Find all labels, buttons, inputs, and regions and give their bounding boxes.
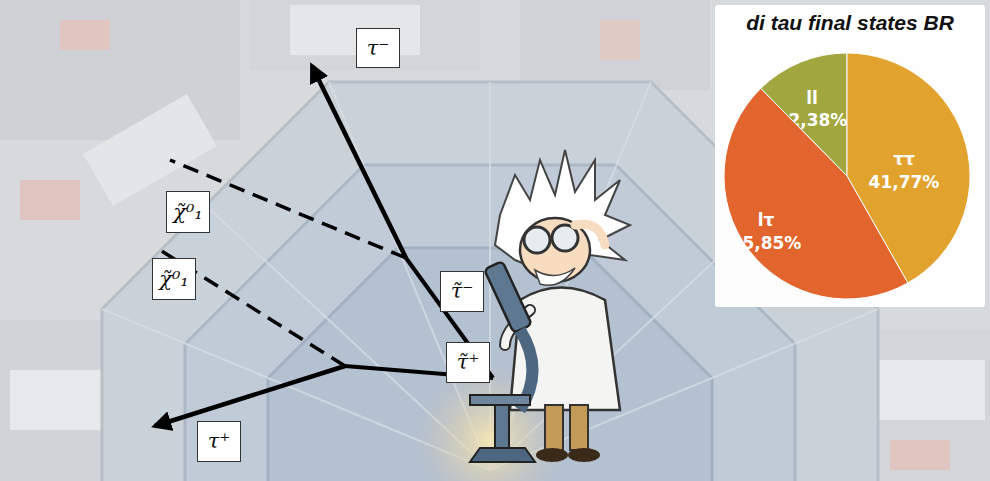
pie-slice: lτ 45,85%: [724, 53, 970, 299]
chart-panel: di tau final states BRll12,38%ττ41,77%lτ…: [715, 5, 985, 307]
slice-shape: [724, 53, 970, 299]
particle-name: τ̃⁻: [451, 281, 474, 302]
tau-minus-arrow: [312, 66, 406, 258]
particle-label: τ̃⁻: [440, 271, 484, 312]
arm: [575, 224, 605, 245]
particle-name: τ⁻: [367, 38, 390, 59]
microscope-base: [470, 448, 535, 462]
particle-name: τ⁺: [208, 431, 231, 452]
particle-label: χ̃⁰₁: [152, 258, 196, 300]
tau-plus-arrow: [155, 366, 345, 426]
particle-name: τ̃⁺: [457, 352, 480, 373]
shoe: [536, 448, 568, 462]
particle-name: χ̃⁰₁: [159, 269, 189, 290]
particle-label: χ̃⁰₁: [166, 191, 210, 233]
slice-value: 45,85%: [731, 233, 802, 253]
chart-title: di tau final states BR: [715, 11, 985, 35]
shoe: [568, 448, 600, 462]
goggle: [524, 227, 550, 253]
particle-label: τ⁻: [356, 28, 400, 68]
slice-label: lτ: [758, 210, 775, 230]
particle-label: τ⁺: [197, 421, 241, 462]
leg: [545, 405, 563, 450]
leg: [570, 405, 588, 450]
slice-label: ll: [806, 88, 818, 108]
particle-name: χ̃⁰₁: [173, 202, 203, 223]
microscope-pillar: [495, 405, 509, 450]
slice-value: 41,77%: [869, 172, 940, 192]
moustache: [535, 268, 575, 285]
microscope-tube: [484, 261, 532, 333]
decay-lines: [155, 66, 493, 426]
microscope-stage: [470, 395, 530, 405]
slice-label: ττ: [893, 149, 915, 169]
slice-wedge: [724, 88, 908, 299]
particle-label: τ̃⁺: [446, 342, 490, 383]
